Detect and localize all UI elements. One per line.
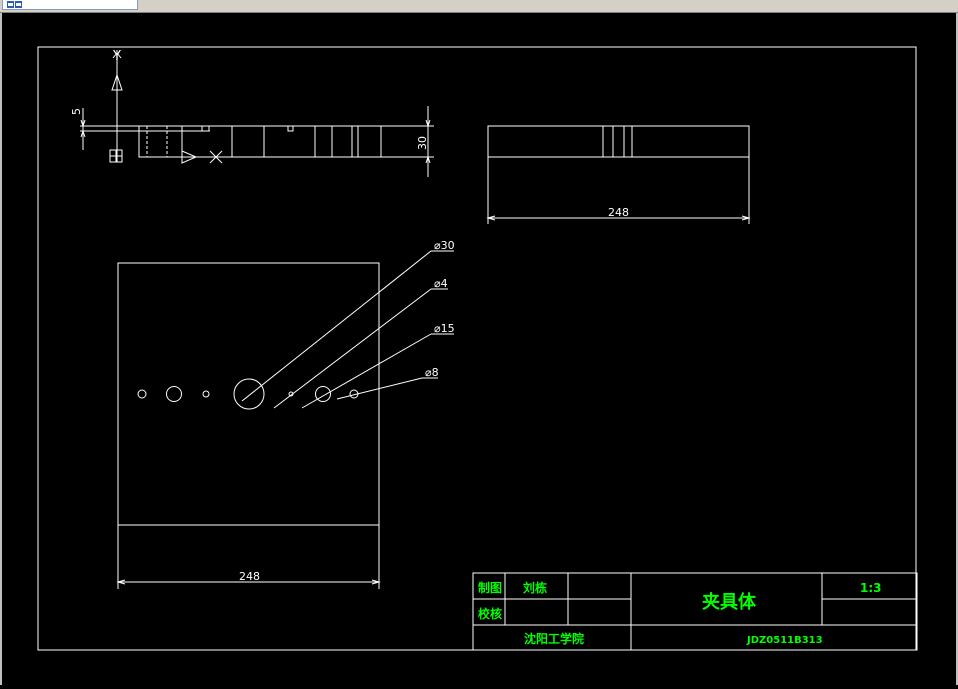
drawing-number: JDZ0511B313 <box>746 635 823 646</box>
drawn-by: 刘栋 <box>523 580 547 595</box>
dim-hole-d30: ⌀30 <box>434 239 455 252</box>
hole-d15 <box>315 386 331 402</box>
drawing-border <box>37 46 917 651</box>
dim-side-5: 5 <box>70 108 83 115</box>
dim-hole-d15: ⌀15 <box>434 322 455 335</box>
scale-value: 1:3 <box>860 581 882 595</box>
top-view-body <box>487 125 750 158</box>
drawing-canvas[interactable]: Y 5 30 248 248 ⌀30 ⌀4 ⌀15 ⌀8 制图 刘栋 校核 夹具… <box>0 13 958 685</box>
checked-label: 校核 <box>478 606 502 621</box>
layer-dropdown[interactable] <box>2 0 138 10</box>
plan-view-body <box>117 262 380 526</box>
hole-medium-1 <box>166 386 182 402</box>
dim-hole-d4: ⌀4 <box>434 277 448 290</box>
dim-hole-d8: ⌀8 <box>425 366 439 379</box>
hole-d30 <box>233 378 265 410</box>
part-name: 夹具体 <box>702 591 757 613</box>
layer-manager-icon[interactable] <box>7 1 29 8</box>
hole-small-1 <box>137 389 147 399</box>
y-axis-label: Y <box>112 49 121 64</box>
side-view-body <box>138 125 382 158</box>
dim-top-248: 248 <box>608 206 629 219</box>
hole-small-2 <box>202 390 210 398</box>
cad-drawing[interactable]: Y 5 30 248 248 ⌀30 ⌀4 ⌀15 ⌀8 制图 刘栋 校核 夹具… <box>2 13 956 685</box>
dim-plan-248: 248 <box>239 570 260 583</box>
ucs-y-arrow <box>112 52 122 59</box>
dim-side-30: 30 <box>416 136 429 150</box>
drawn-label: 制图 <box>478 580 502 595</box>
school-name: 沈阳工学院 <box>524 631 584 646</box>
toolbar <box>0 0 958 13</box>
ucs-y-triangle <box>111 73 123 91</box>
title-block <box>472 572 918 651</box>
